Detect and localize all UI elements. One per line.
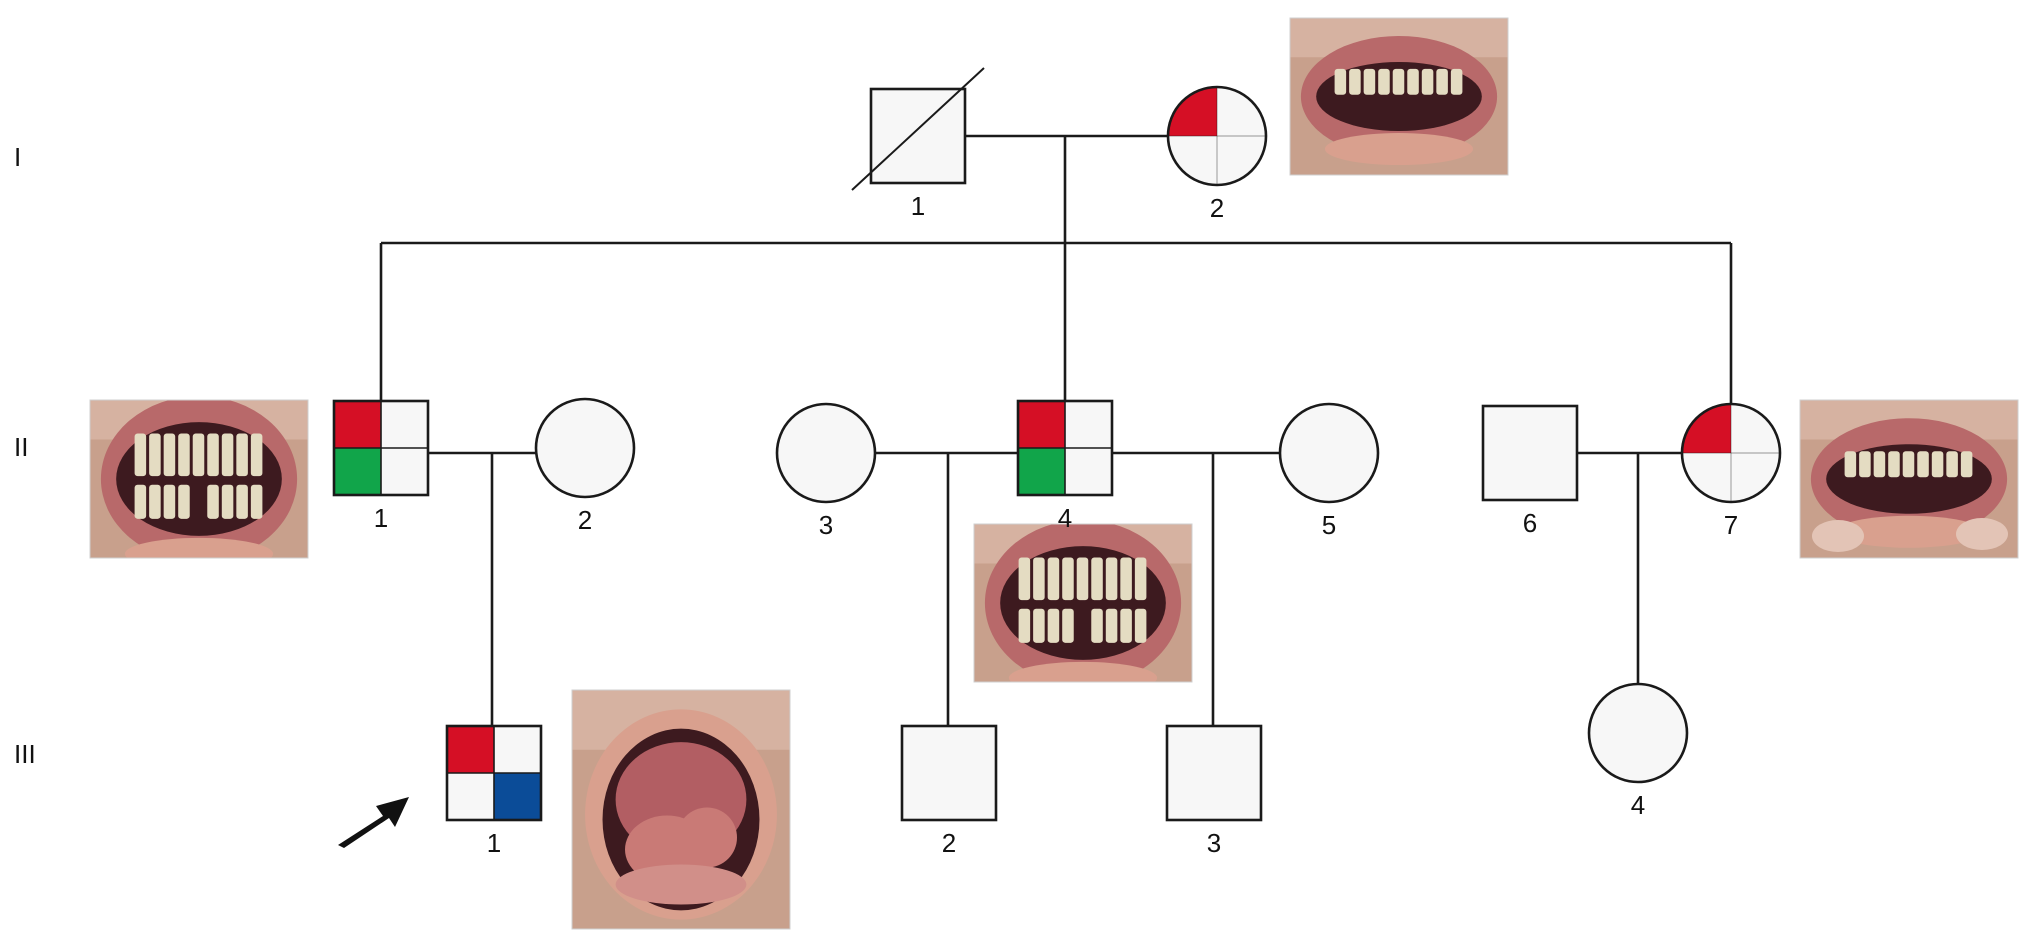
female-symbol-outline <box>775 402 877 504</box>
id-label-II-1: 1 <box>373 503 389 533</box>
id-label-III-3: 3 <box>1206 828 1222 858</box>
male-symbol-outline <box>1165 724 1263 822</box>
id-label-III-2: 2 <box>941 828 957 858</box>
individual-II-5 <box>1278 402 1380 504</box>
female-symbol <box>1280 404 1378 502</box>
id-label-III-1: 1 <box>486 828 502 858</box>
individual-III-1 <box>338 724 543 848</box>
id-label-II-2: 2 <box>577 505 593 535</box>
female-symbol-outline <box>1278 402 1380 504</box>
proband-arrow-icon <box>338 797 409 848</box>
generation-label-II: II <box>14 432 29 462</box>
trait-quadrant-blue <box>494 773 541 820</box>
male-symbol-outline <box>1016 399 1114 497</box>
trait-quadrant-red <box>1018 401 1065 448</box>
male-symbol <box>902 726 996 820</box>
male-symbol-outline <box>332 399 430 497</box>
generation-label-III: III <box>14 739 36 769</box>
trait-quadrant-red <box>447 726 494 773</box>
id-label-I-1: 1 <box>910 191 926 221</box>
trait-quadrant-red <box>1682 404 1731 453</box>
male-symbol-outline <box>900 724 998 822</box>
id-label-III-4: 4 <box>1630 790 1646 820</box>
female-symbol <box>1589 684 1687 782</box>
female-symbol <box>777 404 875 502</box>
male-symbol-outline <box>445 724 543 822</box>
individual-II-2 <box>534 397 636 499</box>
id-label-II-6: 6 <box>1522 508 1538 538</box>
individual-III-2 <box>900 724 998 822</box>
photo-II-7 <box>1799 399 2019 559</box>
male-symbol-outline <box>1481 404 1579 502</box>
male-symbol <box>871 89 965 183</box>
id-label-II-3: 3 <box>818 510 834 540</box>
male-symbol <box>1167 726 1261 820</box>
individual-II-1 <box>332 399 430 497</box>
female-symbol-outline <box>534 397 636 499</box>
male-symbol-outline <box>869 87 967 185</box>
individual-II-7 <box>1680 402 1782 504</box>
individual-III-4 <box>1587 682 1689 784</box>
female-symbol-outline <box>1587 682 1689 784</box>
individual-II-6 <box>1481 404 1579 502</box>
individual-II-4 <box>1016 399 1114 497</box>
photo-II-1 <box>89 399 309 559</box>
trait-quadrant-green <box>1018 448 1065 495</box>
female-symbol-outline <box>1166 85 1268 187</box>
trait-quadrant-red <box>1168 87 1217 136</box>
female-symbol-outline <box>1680 402 1782 504</box>
photo-II-4 <box>973 523 1193 683</box>
individual-II-3 <box>775 402 877 504</box>
generation-label-I: I <box>14 142 22 172</box>
individual-I-1 <box>851 67 985 191</box>
individual-III-3 <box>1165 724 1263 822</box>
id-label-II-4: 4 <box>1057 503 1073 533</box>
male-symbol <box>1483 406 1577 500</box>
deceased-slash <box>851 67 985 191</box>
id-label-II-5: 5 <box>1321 510 1337 540</box>
trait-quadrant-red <box>334 401 381 448</box>
trait-quadrant-green <box>334 448 381 495</box>
id-label-I-2: 2 <box>1209 193 1225 223</box>
photo-I-2 <box>1289 17 1509 176</box>
individual-I-2 <box>1166 85 1268 187</box>
photo-III-1 <box>571 689 791 930</box>
id-label-II-7: 7 <box>1723 510 1739 540</box>
female-symbol <box>536 399 634 497</box>
